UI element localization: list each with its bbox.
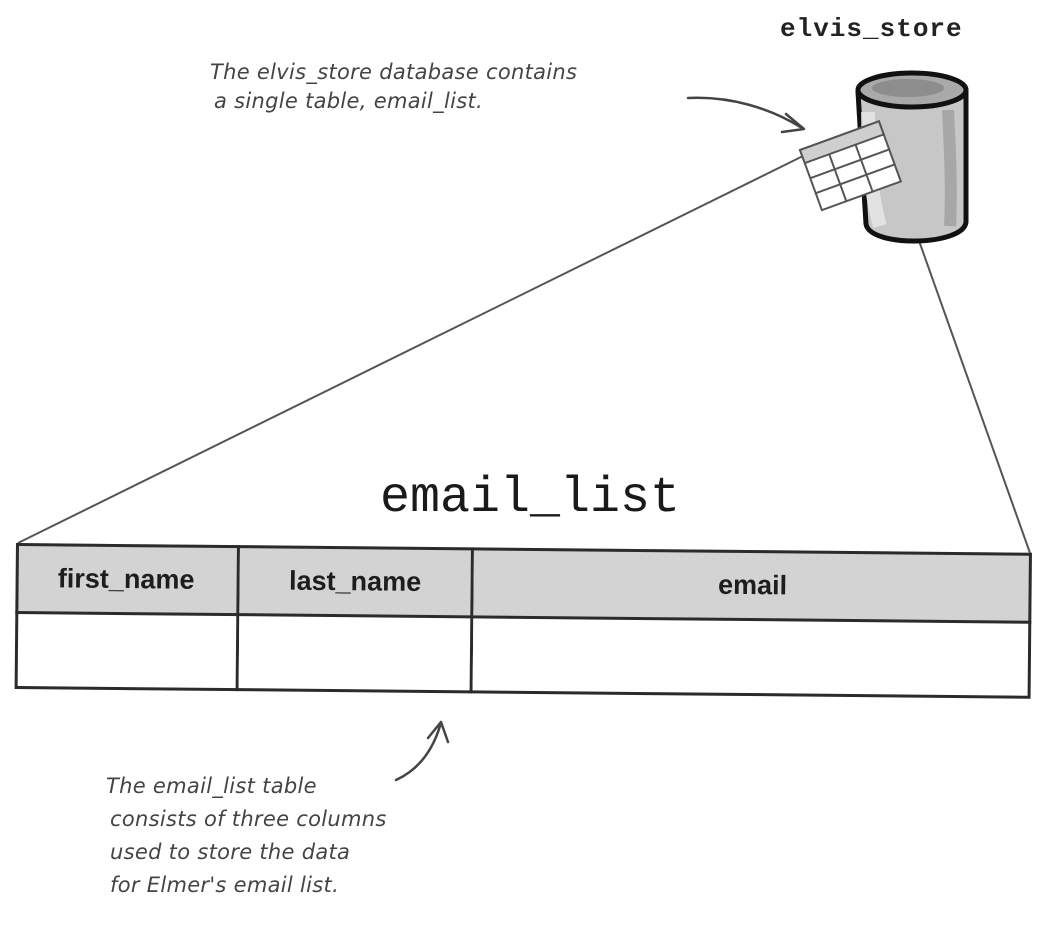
annotation-line: used to store the data [110, 840, 351, 864]
table-cell-email [472, 617, 1032, 699]
table-name: email_list [379, 470, 681, 527]
annotation-line: The elvis_store database contains [210, 60, 578, 84]
column-header-last-name: last_name [239, 545, 474, 618]
column-header-email: email [473, 547, 1032, 623]
email-list-table: first_name last_name email [14, 543, 1032, 713]
table-row [14, 612, 1032, 699]
table-cell-last-name [238, 615, 474, 694]
annotation-line: The email_list table [106, 774, 317, 798]
annotation-line: a single table, email_list. [214, 89, 483, 113]
column-header-first-name: first_name [15, 543, 240, 616]
table-annotation: The email_list table consists of three c… [106, 770, 466, 902]
annotation-line: for Elmer's email list. [110, 873, 340, 897]
database-annotation: The elvis_store database contains a sing… [210, 58, 680, 116]
database-name: elvis_store [780, 14, 963, 44]
table-cell-first-name [14, 612, 240, 692]
table-header-row: first_name last_name email [15, 543, 1032, 623]
table-grid-icon [798, 119, 903, 212]
projection-line-left [17, 155, 804, 544]
arrow-icon [686, 96, 806, 134]
annotation-line: consists of three columns [110, 807, 387, 831]
projection-line-right [917, 237, 1031, 554]
arrow-icon [394, 720, 450, 782]
